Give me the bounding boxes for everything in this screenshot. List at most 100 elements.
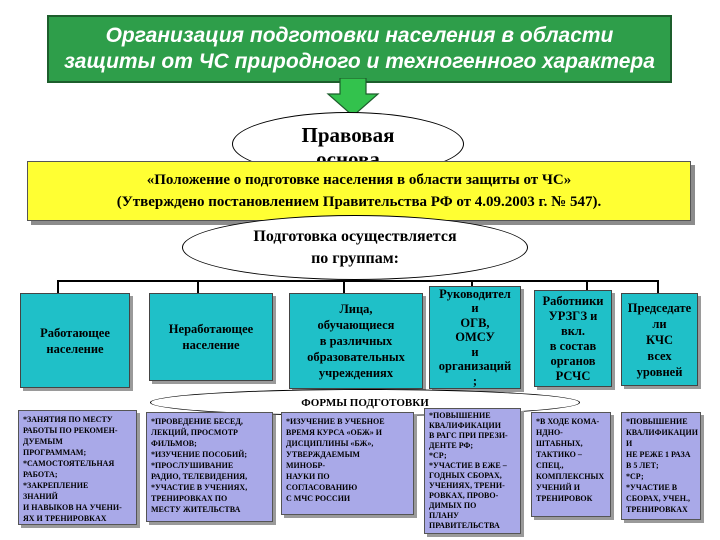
- activity-text: ДИСЦИПЛИНЫ «БЖ»,: [286, 439, 374, 448]
- activity-text: *ПОВЫШЕНИЕ: [626, 417, 688, 426]
- category-text: и: [471, 301, 479, 316]
- activity-text: *СР;: [626, 472, 644, 481]
- category-text: организаций: [438, 359, 512, 374]
- regulation-line-2: (Утверждено постановлением Правительства…: [116, 194, 602, 210]
- activity-non-working: *ПРОВЕДЕНИЕ БЕСЕД, ЛЕКЦИЙ, ПРОСМОТР ФИЛЬ…: [146, 412, 273, 522]
- activity-text: ДЕНТЕ РФ;: [429, 441, 474, 450]
- activity-kchs-chairs: *ПОВЫШЕНИЕ КВАЛИФИКАЦИИ И НЕ РЕЖЕ 1 РАЗА…: [621, 412, 701, 520]
- connector-drop: [343, 280, 345, 294]
- forms-label: ФОРМЫ ПОДГОТОВКИ: [301, 396, 429, 409]
- activity-working: *ЗАНЯТИЯ ПО МЕСТУ РАБОТЫ ПО РЕКОМЕН- ДУЕ…: [18, 410, 137, 525]
- activity-text: СПЕЦ.,: [536, 461, 564, 470]
- legal-basis-label: Правовая: [301, 123, 395, 147]
- category-students: Лица, обучающиеся в различных образовате…: [289, 293, 423, 389]
- category-heads: Руководител и ОГВ, ОМСУ и организаций ;: [429, 286, 521, 389]
- activity-text: СБОРАХ, УЧЕН.,: [626, 494, 690, 503]
- category-text: Неработающее: [168, 322, 254, 336]
- regulation-box: «Положение о подготовке населения в обла…: [27, 161, 691, 221]
- category-text: образовательных: [307, 350, 405, 364]
- activity-text: РАБОТА;: [23, 470, 58, 479]
- activity-text: КВАЛИФИКАЦИИ: [429, 421, 501, 430]
- category-text: Работающее: [40, 325, 110, 340]
- category-text: вкл.: [560, 323, 586, 338]
- category-text: ли: [652, 316, 667, 331]
- activity-text: ПЛАНУ: [429, 511, 460, 520]
- activity-text: *САМОСТОЯТЕЛЬНАЯ: [23, 459, 115, 468]
- activity-text: УЧЕНИЙ И: [536, 483, 580, 492]
- connector-drop: [657, 280, 659, 294]
- category-text: ОМСУ: [455, 330, 495, 345]
- activity-text: *ИЗУЧЕНИЕ В УЧЕБНОЕ: [286, 417, 385, 426]
- activity-text: ТРЕНИРОВКАХ: [626, 505, 688, 514]
- category-text: в различных: [319, 334, 393, 348]
- category-text: учреждениях: [318, 366, 394, 380]
- connector-drop: [197, 280, 199, 294]
- activity-text: ЗНАНИЙ: [23, 492, 58, 501]
- category-text: Руководител: [439, 286, 511, 301]
- activity-text: ПРАВИТЕЛЬСТВА: [429, 521, 500, 530]
- category-text: органов: [550, 353, 596, 368]
- category-text: УРЗГЗ и: [548, 308, 598, 323]
- activity-text: ЛЕКЦИЙ, ПРОСМОТР: [151, 428, 238, 437]
- activity-text: КОМПЛЕКСНЫХ: [536, 472, 605, 481]
- groups-line-1: Подготовка осуществляется: [253, 227, 457, 245]
- category-text: ;: [472, 373, 478, 388]
- activity-text: РАБОТЫ ПО РЕКОМЕН-: [23, 426, 118, 435]
- activity-text: МЕСТУ ЖИТЕЛЬСТВА: [151, 505, 241, 514]
- activity-text: НЕ РЕЖЕ 1 РАЗА: [626, 450, 691, 459]
- category-text: КЧС: [645, 332, 674, 347]
- category-text: население: [182, 338, 240, 352]
- activity-text: ЯХ И ТРЕНИРОВКАХ: [23, 514, 107, 523]
- activity-text: УТВЕРЖДАЕМЫМ: [286, 450, 360, 459]
- title-line-1: Организация подготовки населения в облас…: [105, 24, 614, 47]
- category-text: и: [471, 344, 479, 359]
- activity-text: ТРЕНИРОВКАХ ПО: [151, 494, 228, 503]
- activity-text: *ПОВЫШЕНИЕ: [429, 411, 491, 420]
- connector-drop: [586, 280, 588, 294]
- activity-text: *УЧАСТИЕ В ЕЖЕ –: [429, 461, 507, 470]
- activity-text: *ПРОСЛУШИВАНИЕ: [151, 461, 234, 470]
- group-connector-line: [57, 280, 657, 282]
- activity-text: ГОДНЫХ СБОРАХ,: [429, 471, 502, 480]
- category-text: обучающиеся: [317, 318, 395, 332]
- activity-text: МИНОБР-: [286, 461, 326, 470]
- activity-text: *УЧАСТИЕ В УЧЕНИЯХ,: [151, 483, 248, 492]
- category-text: всех: [647, 348, 672, 363]
- activity-text: УЧЕНИЯХ, ТРЕНИ-: [429, 481, 505, 490]
- groups-line-2: по группам:: [311, 249, 399, 267]
- activity-text: СОГЛАСОВАНИЮ: [286, 483, 358, 492]
- activity-text: ФИЛЬМОВ;: [151, 439, 197, 448]
- activity-text: ДИМЫХ ПО: [429, 501, 477, 510]
- connector-drop: [57, 280, 59, 294]
- category-text: население: [46, 341, 104, 356]
- activity-text: ДУЕМЫМ: [23, 437, 63, 446]
- activity-workers: *В ХОДЕ КОМА- НДНО- ШТАБНЫХ, ТАКТИКО – С…: [531, 412, 611, 517]
- activity-text: НАУКИ ПО: [286, 472, 330, 481]
- activity-text: И: [626, 439, 633, 448]
- activity-students: *ИЗУЧЕНИЕ В УЧЕБНОЕ ВРЕМЯ КУРСА «ОБЖ» И …: [281, 412, 414, 515]
- activity-text: *УЧАСТИЕ В: [626, 483, 678, 492]
- category-workers: Работники УРЗГЗ и вкл. в состав органов …: [534, 290, 612, 387]
- activity-text: *ПРОВЕДЕНИЕ БЕСЕД,: [151, 417, 243, 426]
- title-line-2: защиты от ЧС природного и техногенного х…: [64, 50, 655, 73]
- category-working-population: Работающее население: [20, 293, 130, 388]
- activity-text: ТАКТИКО –: [536, 450, 582, 459]
- category-text: ОГВ,: [460, 315, 490, 330]
- activity-text: *ЗАНЯТИЯ ПО МЕСТУ: [23, 415, 113, 424]
- activity-text: И НАВЫКОВ НА УЧЕНИ-: [23, 503, 122, 512]
- activity-text: ВРЕМЯ КУРСА «ОБЖ» И: [286, 428, 382, 437]
- down-arrow-icon: [326, 78, 380, 117]
- category-text: Лица,: [339, 302, 373, 316]
- category-text: уровней: [636, 364, 683, 379]
- category-kchs-chairs: Председате ли КЧС всех уровней: [621, 293, 698, 386]
- activity-text: *ЗАКРЕПЛЕНИЕ: [23, 481, 89, 490]
- activity-text: С МЧС РОССИИ: [286, 494, 351, 503]
- activity-text: ТРЕНИРОВОК: [536, 494, 593, 503]
- activity-heads: *ПОВЫШЕНИЕ КВАЛИФИКАЦИИ В РАГС ПРИ ПРЕЗИ…: [424, 408, 521, 534]
- category-text: РСЧС: [555, 368, 591, 383]
- activity-text: В 5 ЛЕТ;: [626, 461, 659, 470]
- activity-text: ШТАБНЫХ,: [536, 439, 583, 448]
- activity-text: КВАЛИФИКАЦИИ: [626, 428, 698, 437]
- activity-text: *В ХОДЕ КОМА-: [536, 417, 600, 426]
- activity-text: РАДИО, ТЕЛЕВИДЕНИЯ,: [151, 472, 248, 481]
